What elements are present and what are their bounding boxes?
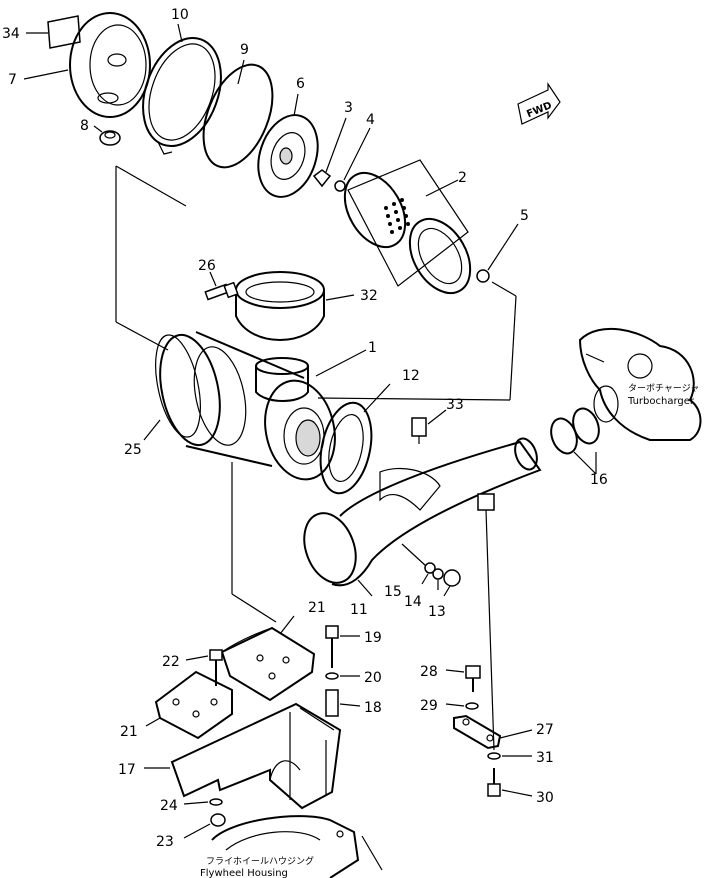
- part-28-bolt: [445, 665, 481, 692]
- callout-22: 22: [162, 654, 180, 670]
- flywheel-en-label: Flywheel Housing: [200, 868, 288, 878]
- callout-19: 19: [364, 630, 382, 646]
- callout-29: 29: [420, 698, 438, 714]
- part-6-inner-cover: [257, 93, 319, 198]
- flywheel-housing: [211, 815, 383, 878]
- part-29-washer: [445, 702, 479, 710]
- turbocharger-assembly: [578, 327, 702, 441]
- part-26-bolt: [204, 271, 239, 301]
- callout-2: 2: [458, 170, 467, 186]
- callout-17: 17: [118, 762, 136, 778]
- part-22-bolt: [185, 649, 223, 686]
- callout-7: 7: [8, 72, 17, 88]
- turbocharger-jp-label: ターボチャージャ: [628, 383, 699, 394]
- callout-26: 26: [198, 258, 216, 274]
- part-17-bracket: [144, 702, 342, 810]
- callout-33: 33: [446, 397, 464, 413]
- callout-13: 13: [428, 604, 446, 620]
- callout-34: 34: [2, 26, 20, 42]
- callout-25: 25: [124, 442, 142, 458]
- callout-31: 31: [536, 750, 554, 766]
- callout-21-lower: 21: [120, 724, 138, 740]
- part-33-nipple: [411, 409, 447, 444]
- turbocharger-en-label: Turbocharger: [627, 396, 695, 407]
- part-14-washer: [432, 568, 444, 590]
- callout-28: 28: [420, 664, 438, 680]
- part-7-cover: [23, 12, 151, 118]
- part-23-nut: [183, 813, 226, 839]
- flywheel-jp-label: フライホイールハウジング: [206, 855, 314, 867]
- part-10-clamp-band: [142, 23, 222, 155]
- part-30-bolt: [487, 768, 533, 797]
- callout-12: 12: [402, 368, 420, 384]
- callout-27: 27: [536, 722, 554, 738]
- assembly-guide-lines: [115, 165, 277, 623]
- callout-numbers: 34 7 8 10 9 6 3 4 2 5 26 32 1 12 33 25 1…: [2, 7, 608, 850]
- part-12-gasket: [319, 383, 391, 495]
- part-21-lower-plate: [145, 670, 233, 740]
- callout-10: 10: [171, 7, 189, 23]
- fwd-label: FWD: [525, 100, 553, 120]
- callout-8: 8: [80, 118, 89, 134]
- part-5-nut: [317, 223, 519, 401]
- part-21-upper-plate: [220, 615, 316, 702]
- callout-3: 3: [344, 100, 353, 116]
- callout-18: 18: [364, 700, 382, 716]
- part-34-decal: [26, 15, 81, 49]
- part-2-filter-element: [343, 159, 472, 294]
- part-31-washer: [487, 752, 532, 760]
- callout-9: 9: [240, 42, 249, 58]
- callout-5: 5: [520, 208, 529, 224]
- callout-32: 32: [360, 288, 378, 304]
- part-25-clamp: [143, 334, 201, 441]
- callout-24: 24: [160, 798, 178, 814]
- part-8-valve: [93, 125, 121, 146]
- callout-23: 23: [156, 834, 174, 850]
- callout-4: 4: [366, 112, 375, 128]
- part-32-rain-cap: [235, 271, 355, 341]
- callout-6: 6: [296, 76, 305, 92]
- callout-16: 16: [590, 472, 608, 488]
- part-4-washer: [334, 127, 371, 192]
- part-20-washer: [325, 672, 360, 680]
- part-13-nut: [443, 569, 461, 597]
- part-1-air-cleaner-body: [159, 331, 367, 481]
- part-11-intake-pipe: [303, 437, 542, 751]
- part-15-washer: [401, 543, 436, 585]
- flywheel-housing-label: フライホイールハウジング Flywheel Housing: [200, 855, 314, 878]
- part-24-washer: [183, 798, 223, 806]
- part-27-plate: [453, 714, 533, 750]
- part-18-spacer: [325, 689, 361, 717]
- callout-30: 30: [536, 790, 554, 806]
- part-9-o-ring: [202, 59, 274, 169]
- part-3-wing-nut: [312, 117, 347, 188]
- fwd-arrow-marker: FWD: [517, 82, 561, 125]
- callout-14: 14: [404, 594, 422, 610]
- part-19-bolt: [325, 625, 360, 668]
- callout-20: 20: [364, 670, 382, 686]
- part-16-rings: [550, 407, 600, 475]
- callout-21-upper: 21: [308, 600, 326, 616]
- turbocharger-label: ターボチャージャ Turbocharger: [627, 383, 699, 407]
- callout-1: 1: [368, 340, 377, 356]
- callout-15: 15: [384, 584, 402, 600]
- callout-11: 11: [350, 602, 368, 618]
